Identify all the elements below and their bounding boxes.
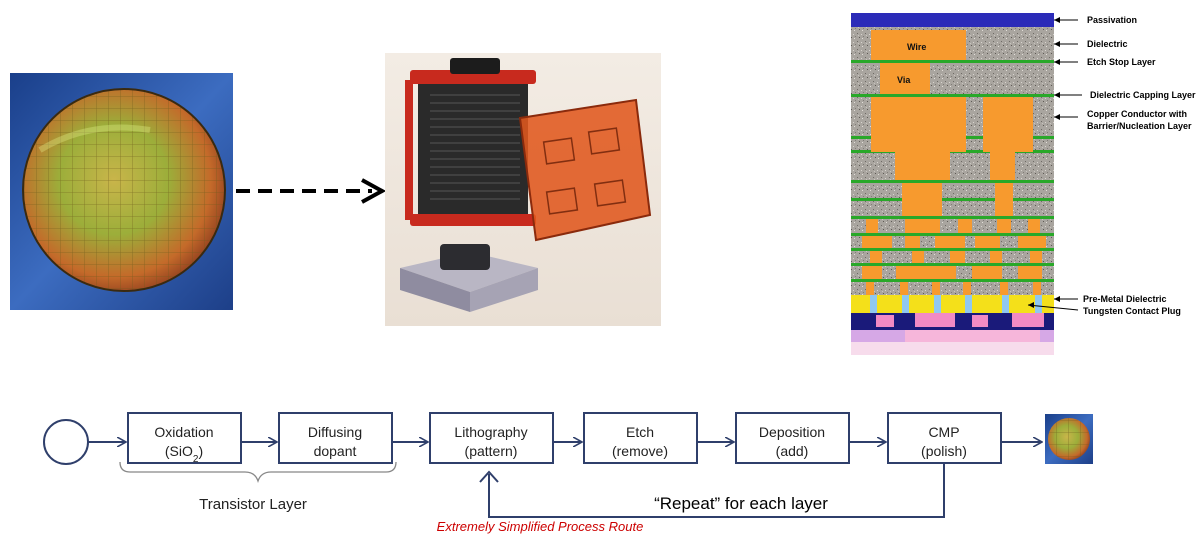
step-cmp-line2: (polish) — [921, 443, 967, 459]
step-oxidation-box — [127, 412, 242, 464]
process-flow — [43, 412, 1041, 518]
wire-label: Wire — [907, 42, 926, 52]
pre-metal-dielectric-label: Pre-Metal Dielectric — [1083, 294, 1167, 304]
step-oxidation-line1: Oxidation — [154, 424, 213, 440]
dielectric-capping-label: Dielectric Capping Layer — [1090, 90, 1196, 100]
dashed-arrow — [236, 178, 387, 204]
repeat-loop-line — [488, 463, 945, 518]
transistor-layer-label: Transistor Layer — [199, 496, 307, 513]
process-route-caption: Extremely Simplified Process Route — [437, 519, 644, 534]
via-label: Via — [897, 75, 911, 85]
step-diffusing-box — [278, 412, 393, 464]
wafer-photo — [10, 73, 233, 310]
step-etch-box — [583, 412, 698, 464]
step-deposition-line2: (add) — [776, 443, 809, 459]
finished-wafer-icon — [1045, 414, 1093, 464]
step-deposition-box — [735, 412, 850, 464]
step-diffusing-line1: Diffusing — [308, 424, 362, 440]
start-circle — [43, 419, 89, 465]
passivation-label: Passivation — [1087, 15, 1137, 25]
interconnect-cross-section: Wire Via — [851, 13, 1054, 355]
wafer-carrier-photo — [385, 53, 661, 326]
repeat-label: “Repeat” for each layer — [654, 494, 828, 513]
copper-label-line2: Barrier/Nucleation Layer — [1087, 121, 1192, 131]
transistor-layer-brace — [119, 461, 397, 484]
step-etch-line2: (remove) — [612, 443, 668, 459]
repeat-loop-arrowhead — [479, 470, 499, 483]
copper-label-line1: Copper Conductor with — [1087, 109, 1187, 119]
step-cmp-line1: CMP — [928, 424, 959, 440]
step-diffusing-line2: dopant — [314, 443, 357, 459]
step-lithography-line2: (pattern) — [465, 443, 518, 459]
step-etch-line1: Etch — [626, 424, 654, 440]
step-deposition-line1: Deposition — [759, 424, 825, 440]
etch-stop-label: Etch Stop Layer — [1087, 57, 1156, 67]
step-lithography-box — [429, 412, 554, 464]
step-oxidation-line2: (SiO2) — [165, 443, 203, 465]
dielectric-label: Dielectric — [1087, 39, 1128, 49]
tungsten-plug-label: Tungsten Contact Plug — [1083, 306, 1181, 316]
step-lithography-line1: Lithography — [454, 424, 527, 440]
